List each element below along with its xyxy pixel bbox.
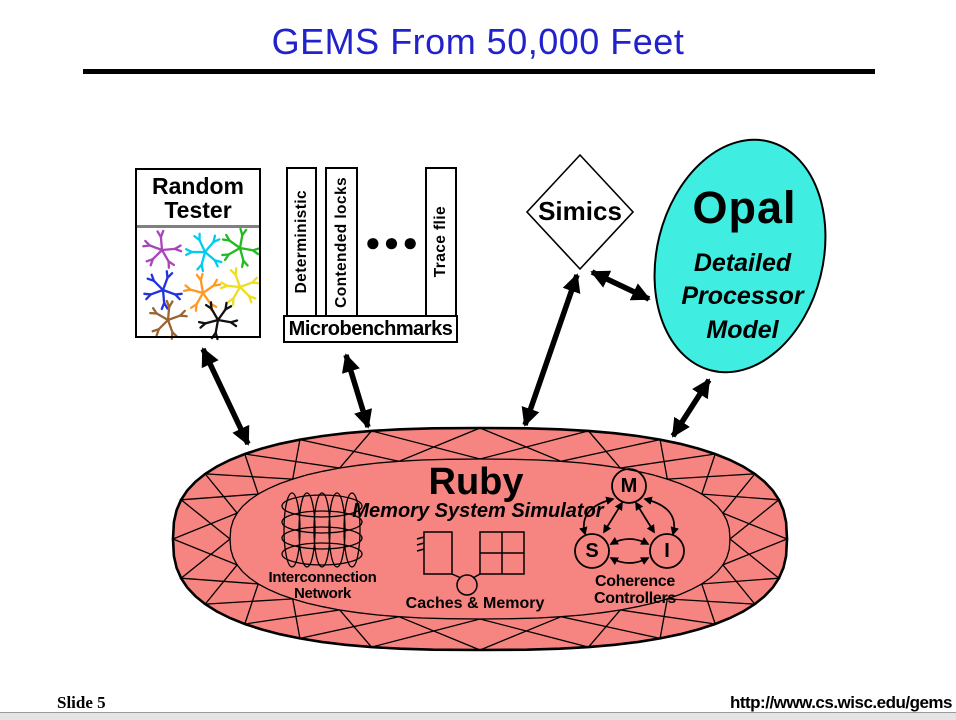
- state-label-s: S: [585, 540, 599, 562]
- random-tester-title-line2: Tester: [164, 197, 232, 224]
- microbenchmarks-box: [283, 315, 458, 343]
- opal-subtitle-line2: Processor: [681, 282, 804, 311]
- coherence-controllers-figure: [574, 468, 685, 569]
- caches-memory-label: Caches & Memory: [405, 595, 545, 612]
- gem-facet-zigzag: [179, 430, 781, 648]
- title-rule: [83, 69, 875, 74]
- microbench-column-contended-locks: Contended locks: [325, 167, 358, 317]
- random-tester-title-line1: Random: [152, 173, 244, 199]
- random-tester-divider: [137, 225, 259, 228]
- gem-facet-zigzag: [171, 427, 789, 651]
- opal-ellipse: [653, 138, 827, 374]
- state-label-i: I: [664, 540, 670, 562]
- tester-glyph: [143, 270, 183, 311]
- network-label-line2: Network: [293, 584, 352, 602]
- coherence-arrows: [579, 496, 679, 566]
- interconnection-network-figure: [281, 492, 363, 568]
- bottom-strip: [0, 712, 956, 720]
- arrow-microbench-ruby: [341, 353, 373, 429]
- microbench-column-trace-file: Trace flie: [425, 167, 457, 317]
- caches-memory-figure: [416, 531, 525, 596]
- tester-glyphs: [142, 227, 261, 341]
- coherence-controllers-label: Coherence Controllers: [573, 573, 697, 608]
- opal-subtitle-line3: Model: [706, 315, 779, 344]
- tester-glyph: [219, 267, 260, 306]
- ruby-subtitle: Memory System Simulator: [352, 500, 604, 522]
- tester-glyph: [184, 232, 223, 273]
- arrow-opal-ruby: [670, 378, 712, 438]
- simics-diamond: [525, 153, 635, 271]
- arrow-simics-opal: [590, 269, 651, 302]
- tester-glyph: [221, 227, 261, 269]
- coherence-label-line2: Controllers: [593, 589, 677, 607]
- ruby-title: Ruby: [428, 461, 524, 503]
- network-label-line1: Interconnection: [268, 569, 377, 586]
- opal-subtitle: Detailed Processor Model: [655, 247, 830, 347]
- microbenchmarks-label: Microbenchmarks: [288, 318, 453, 340]
- random-tester-box: [135, 168, 261, 338]
- footer-url: http://www.cs.wisc.edu/gems: [729, 693, 953, 712]
- state-label-m: M: [620, 475, 638, 497]
- simics-label: Simics: [538, 196, 622, 226]
- microbench-column-deterministic: Deterministic: [286, 167, 317, 317]
- arrow-tester-ruby: [200, 347, 251, 446]
- coherence-label-line1: Coherence: [595, 573, 675, 590]
- interconnection-network-label: Interconnection Network: [250, 570, 395, 602]
- microbench-column-label: Deterministic: [292, 190, 310, 294]
- page-title: GEMS From 50,000 Feet: [271, 21, 685, 62]
- tester-glyph: [142, 229, 183, 269]
- microbench-column-label: Contended locks: [332, 176, 350, 308]
- tester-glyph: [149, 299, 188, 340]
- random-tester-title: Random Tester: [135, 174, 261, 223]
- tester-glyph: [197, 301, 239, 341]
- microbench-column-label: Trace flie: [432, 206, 449, 278]
- opal-subtitle-line1: Detailed: [693, 249, 792, 277]
- slide-number: Slide 5: [57, 693, 106, 712]
- connector-arrows: [200, 269, 712, 446]
- opal-title: Opal: [692, 182, 797, 233]
- tester-glyph: [182, 272, 222, 312]
- state-circle-m: [611, 468, 647, 504]
- microbench-ellipsis: ●●●: [364, 227, 422, 257]
- gem-facets: [171, 427, 789, 651]
- arrow-simics-ruby: [521, 273, 581, 427]
